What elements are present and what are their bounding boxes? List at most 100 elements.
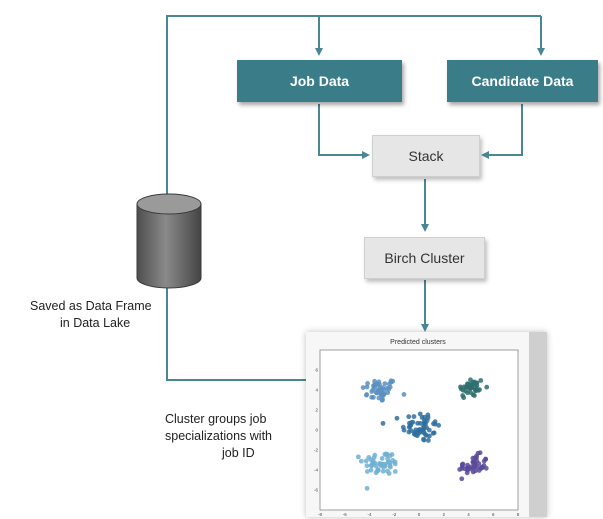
scatter-point bbox=[471, 393, 477, 398]
scatter-point bbox=[457, 467, 463, 472]
scatter-point bbox=[426, 427, 432, 433]
scatter-point bbox=[364, 463, 370, 469]
scatter-point bbox=[365, 381, 370, 386]
plot-side-bar bbox=[529, 332, 547, 517]
x-tick-label: -4 bbox=[367, 512, 371, 517]
scatter-point bbox=[360, 385, 366, 390]
stack-label: Stack bbox=[408, 148, 444, 164]
x-tick-label: -2 bbox=[392, 512, 396, 517]
scatter-point bbox=[475, 450, 481, 456]
y-tick-label: -2 bbox=[314, 448, 318, 453]
cluster-label-line3: job ID bbox=[222, 446, 255, 460]
scatter-point bbox=[368, 457, 374, 463]
scatter-point bbox=[385, 468, 390, 474]
scatter-point bbox=[358, 458, 364, 464]
cluster-groups-label: Cluster groups job specializations with … bbox=[165, 411, 272, 462]
scatter-point bbox=[481, 458, 487, 464]
scatter-point bbox=[481, 463, 487, 469]
scatter-point bbox=[421, 425, 427, 431]
scatter-point bbox=[387, 464, 393, 470]
scatter-point bbox=[417, 420, 423, 426]
scatter-point bbox=[411, 414, 417, 419]
x-tick-label: -8 bbox=[318, 512, 322, 517]
scatter-point bbox=[372, 460, 378, 466]
scatter-point bbox=[368, 467, 374, 473]
scatter-point bbox=[364, 392, 370, 397]
saved-dataframe-label: Saved as Data Frame in Data Lake bbox=[30, 298, 152, 332]
scatter-point bbox=[432, 421, 438, 427]
scatter-point bbox=[465, 466, 471, 472]
scatter-point bbox=[470, 469, 476, 475]
y-tick-label: 0 bbox=[315, 428, 318, 433]
scatter-point bbox=[469, 464, 474, 470]
candidate-data-node: Candidate Data bbox=[447, 60, 598, 102]
scatter-point bbox=[380, 468, 386, 474]
scatter-point bbox=[355, 454, 361, 460]
birch-cluster-node: Birch Cluster bbox=[364, 237, 485, 279]
stack-node: Stack bbox=[372, 135, 480, 177]
x-tick-label: 2 bbox=[442, 512, 445, 517]
scatter-point bbox=[380, 420, 386, 426]
scatter-point bbox=[364, 469, 370, 474]
y-tick-label: -4 bbox=[314, 468, 318, 473]
scatter-point bbox=[376, 379, 382, 385]
scatter-point bbox=[372, 378, 377, 384]
scatter-point bbox=[378, 463, 384, 469]
scatter-point bbox=[371, 383, 376, 389]
scatter-point bbox=[386, 386, 392, 392]
scatter-point bbox=[421, 437, 427, 443]
job-data-node: Job Data bbox=[237, 60, 402, 102]
scatter-point bbox=[422, 420, 427, 425]
scatter-point bbox=[369, 389, 375, 394]
scatter-point bbox=[425, 412, 431, 418]
scatter-point bbox=[401, 392, 407, 397]
arrow-candidate-to-stack bbox=[481, 104, 523, 159]
scatter-point bbox=[416, 427, 422, 433]
y-tick-label: -6 bbox=[314, 488, 318, 493]
scatter-point bbox=[410, 419, 416, 425]
scatter-point bbox=[406, 414, 412, 420]
scatter-point bbox=[394, 415, 400, 421]
scatter-point bbox=[473, 385, 479, 391]
scatter-point bbox=[378, 391, 384, 397]
scatter-point bbox=[380, 385, 386, 391]
scatter-point bbox=[372, 452, 378, 458]
scatter-point bbox=[472, 464, 478, 470]
scatter-point bbox=[460, 461, 466, 467]
scatter-point bbox=[408, 428, 414, 433]
x-tick-label: -6 bbox=[343, 512, 347, 517]
y-tick-label: 6 bbox=[315, 368, 318, 373]
scatter-point bbox=[392, 469, 398, 474]
scatter-point bbox=[470, 379, 476, 385]
scatter-point bbox=[380, 397, 385, 403]
scatter-point bbox=[465, 390, 470, 396]
scatter-point bbox=[379, 456, 385, 461]
scatter-point bbox=[386, 459, 392, 465]
scatter-point bbox=[389, 452, 395, 457]
scatter-point bbox=[436, 422, 442, 428]
saved-label-line2: in Data Lake bbox=[60, 316, 131, 330]
birch-cluster-label: Birch Cluster bbox=[384, 250, 465, 266]
scatter-point bbox=[465, 383, 470, 389]
scatter-point bbox=[458, 384, 463, 390]
saved-label-line1: Saved as Data Frame bbox=[30, 299, 152, 313]
scatter-point bbox=[383, 451, 389, 457]
scatter-point bbox=[484, 384, 490, 390]
x-tick-label: 4 bbox=[467, 512, 470, 517]
scatter-point bbox=[426, 438, 431, 443]
y-tick-label: 2 bbox=[315, 408, 318, 413]
x-tick-label: 6 bbox=[492, 512, 495, 517]
cluster-label-line2: specializations with bbox=[165, 429, 272, 443]
y-tick-label: 4 bbox=[315, 388, 318, 393]
scatter-point bbox=[390, 457, 395, 463]
scatter-point bbox=[370, 394, 376, 400]
scatter-point bbox=[459, 476, 465, 482]
scatter-point bbox=[401, 427, 407, 433]
scatter-point bbox=[478, 378, 484, 383]
cluster-label-line1: Cluster groups job bbox=[165, 412, 267, 426]
scatter-point bbox=[474, 458, 480, 464]
arrow-job-to-stack bbox=[318, 104, 370, 159]
candidate-data-label: Candidate Data bbox=[471, 73, 574, 89]
scatter-point bbox=[461, 395, 467, 401]
